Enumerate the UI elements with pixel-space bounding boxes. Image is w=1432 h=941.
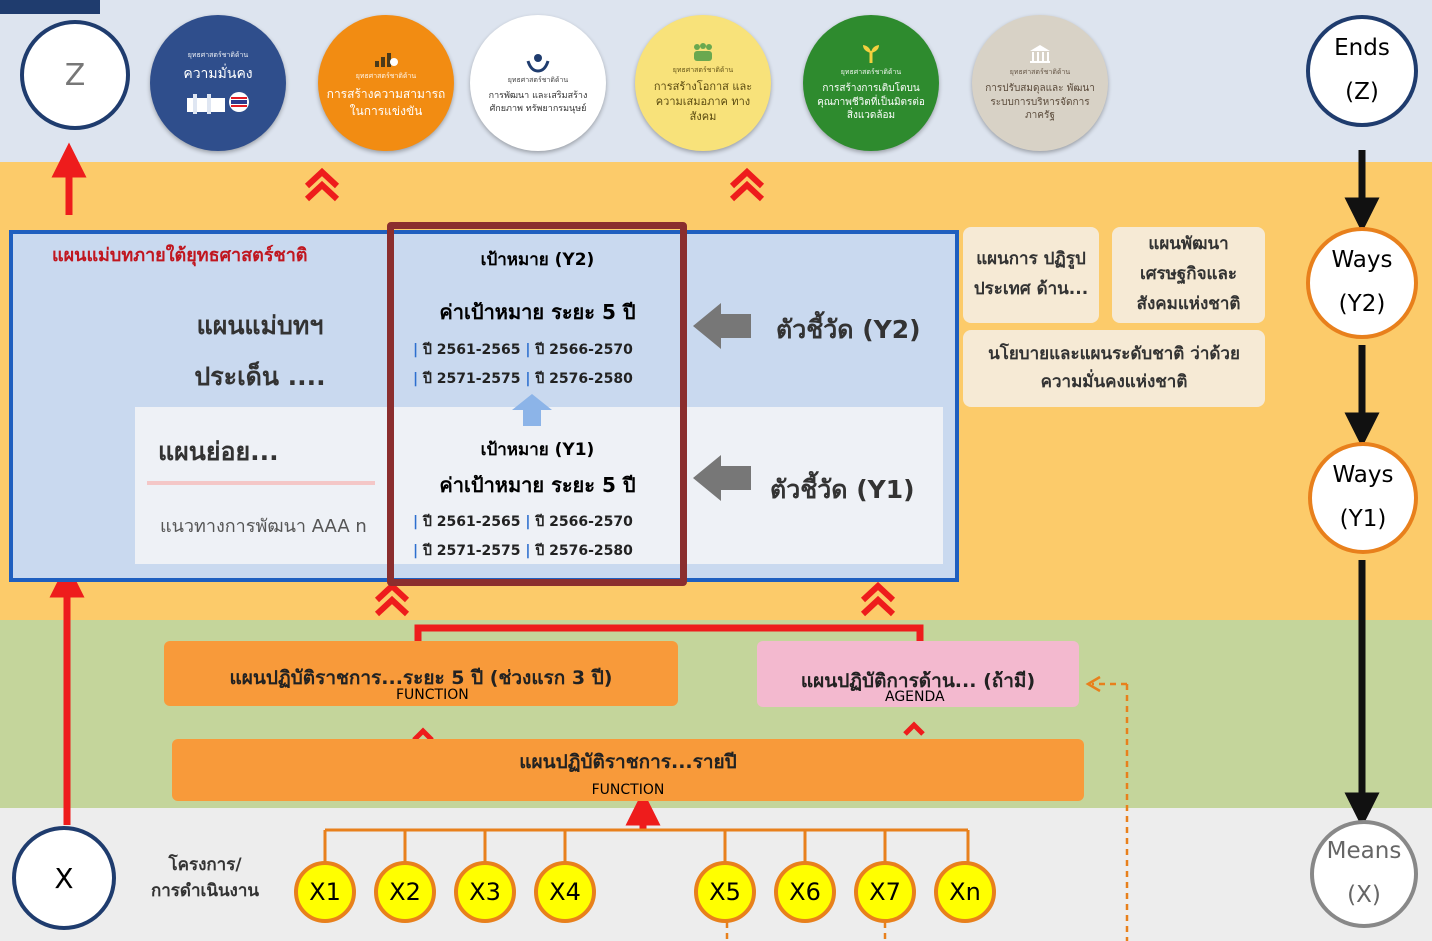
fence-flag-icon [187,91,249,114]
project-x4: X4 [534,861,596,923]
target-y1-value: ค่าเป้าหมาย ระยะ 5 ปี [439,473,636,497]
function-5yr-plan-label: แผนปฏิบัติราชการ...ระยะ 5 ปี (ช่วงแรก 3 … [229,667,613,689]
x-circle: X [12,826,116,930]
means-circle: Means (X) [1310,820,1418,928]
indicator-y2: ตัวชี้วัด (Y2) [776,315,921,344]
project-x2: X2 [374,861,436,923]
projects-label: โครงการ/ การดำเนินงาน [150,855,260,901]
target-y2-title: เป้าหมาย (Y2) [480,250,595,270]
reform-plan-text: แผนการ ปฏิรูปประเทศ ด้าน... [973,249,1089,299]
annual-plan: แผนปฏิบัติราชการ...รายปี FUNCTION [172,739,1084,801]
target-y1-years-row2: | ปี 2571-2575 | ปี 2576-2580 [413,543,633,559]
annual-plan-label: แผนปฏิบัติราชการ...รายปี [519,751,737,773]
ways-y2-label: Ways [1331,247,1393,274]
project-x7: X7 [854,861,916,923]
issue-line1: แผนแม่บทฯ [196,311,324,340]
strategy-title: การปรับสมดุลและ พัฒนา ระบบการบริหารจัดกา… [985,83,1095,122]
blue-up-arrow-icon [512,394,552,426]
agenda-plan-label: แผนปฏิบัติการด้าน... (ถ้ามี) [800,670,1036,692]
function-5yr-plan-tag: FUNCTION [396,687,469,703]
means-label: Means [1326,838,1402,865]
ways-y2-circle: Ways (Y2) [1306,227,1418,339]
strategy-human-resources: ยุทธศาสตร์ชาติด้าน การพัฒนา และเสริมสร้า… [470,15,606,151]
function-5yr-plan: แผนปฏิบัติราชการ...ระยะ 5 ปี (ช่วงแรก 3 … [164,641,678,706]
agenda-plan: แผนปฏิบัติการด้าน... (ถ้ามี) AGENDA [757,641,1079,707]
project-x6: X6 [774,861,836,923]
strategy-caption: ยุทธศาสตร์ชาติด้าน [840,68,902,77]
strategy-caption: ยุทธศาสตร์ชาติด้าน [355,72,417,81]
sub-plan-title: แผนย่อย... [158,437,279,466]
z-circle: Z [20,20,130,130]
government-building-icon [1030,45,1050,64]
strategy-environment: ยุทธศาสตร์ชาติด้าน การสร้างการเติบโตบน ค… [803,15,939,151]
target-y1-title: เป้าหมาย (Y1) [480,440,595,460]
dashed-links [725,682,1129,941]
plans-bracket [414,624,924,642]
strategy-title: การสร้างโอกาส และความเสมอภาค ทางสังคม [653,80,753,123]
ways-y2-sub: (Y2) [1338,291,1386,317]
people-icon [694,43,712,62]
strategy-competitiveness: ยุทธศาสตร์ชาติด้าน การสร้างความสามารถ ใน… [318,15,454,151]
guideline-text: แนวทางการพัฒนา AAA n [160,516,367,537]
strategy-title: การพัฒนา และเสริมสร้างศักยภาพ ทรัพยากรมน… [488,91,588,114]
strategy-title: ความมั่นคง [183,66,253,83]
strategy-caption: ยุทธศาสตร์ชาติด้าน [507,76,569,85]
strategy-public-admin: ยุทธศาสตร์ชาติด้าน การปรับสมดุลและ พัฒนา… [972,15,1108,151]
indicator-y1: ตัวชี้วัด (Y1) [770,475,915,504]
ways-y1-circle: Ways (Y1) [1308,442,1418,554]
project-x1: X1 [294,861,356,923]
reform-plan-box: แผนการ ปฏิรูปประเทศ ด้าน... [963,227,1099,323]
sub-plan-panel [135,407,943,564]
ways-y1-sub: (Y1) [1339,506,1387,532]
issue-line2: ประเด็น .... [194,362,326,392]
target-y1-years-row1: | ปี 2561-2565 | ปี 2566-2570 [413,514,633,530]
project-xn: Xn [934,861,996,923]
strategy-security: ยุทธศาสตร์ชาติด้าน ความมั่นคง [150,15,286,151]
double-chevrons [304,167,896,617]
target-y2-years-row1: | ปี 2561-2565 | ปี 2566-2570 [413,342,633,358]
x-label: X [54,861,74,895]
ends-sub: (Z) [1345,79,1379,105]
project-x3: X3 [454,861,516,923]
annual-plan-tag: FUNCTION [591,782,665,798]
grey-left-arrow-icon [693,455,751,501]
z-label: Z [64,57,86,93]
ends-label: Ends [1334,35,1390,62]
sub-plan-divider [147,481,375,485]
master-plan-header: แผนแม่บทภายใต้ยุทธศาสตร์ชาติ [52,245,308,266]
corner-tab [0,0,100,14]
target-y2-years-row2: | ปี 2571-2575 | ปี 2576-2580 [413,371,633,387]
security-policy-text: นโยบายและแผนระดับชาติ ว่าด้วยความมั่นคงแ… [988,344,1240,392]
strategy-caption: ยุทธศาสตร์ชาติด้าน [187,51,249,60]
project-x5: X5 [694,861,756,923]
means-sub: (X) [1347,882,1381,908]
ends-circle: Ends (Z) [1306,15,1418,127]
strategy-social-equality: ยุทธศาสตร์ชาติด้าน การสร้างโอกาส และความ… [635,15,771,151]
plant-icon [863,45,879,64]
security-policy-box: นโยบายและแผนระดับชาติ ว่าด้วยความมั่นคงแ… [963,330,1265,407]
strategy-caption: ยุทธศาสตร์ชาติด้าน [1009,68,1071,77]
econ-plan-text: แผนพัฒนา เศรษฐกิจและ สังคมแห่งชาติ [1136,234,1241,314]
ways-y1-label: Ways [1332,462,1394,489]
targets-frame [387,222,687,586]
issue-text: แผนแม่บทฯ ประเด็น .... [140,300,380,403]
econ-plan-box: แผนพัฒนา เศรษฐกิจและ สังคมแห่งชาติ [1112,227,1265,323]
strategy-title: การสร้างการเติบโตบน คุณภาพชีวิตที่เป็นมิ… [817,83,925,122]
projects-tree [323,828,970,862]
grey-left-arrow-icon [693,303,751,349]
agenda-plan-tag: AGENDA [885,689,945,705]
strategy-title: การสร้างความสามารถ ในการแข่งขัน [326,87,446,118]
helping-hands-icon [526,54,550,73]
growth-chart-icon [375,53,398,68]
strategy-caption: ยุทธศาสตร์ชาติด้าน [672,66,734,75]
target-y2-value: ค่าเป้าหมาย ระยะ 5 ปี [439,300,636,324]
